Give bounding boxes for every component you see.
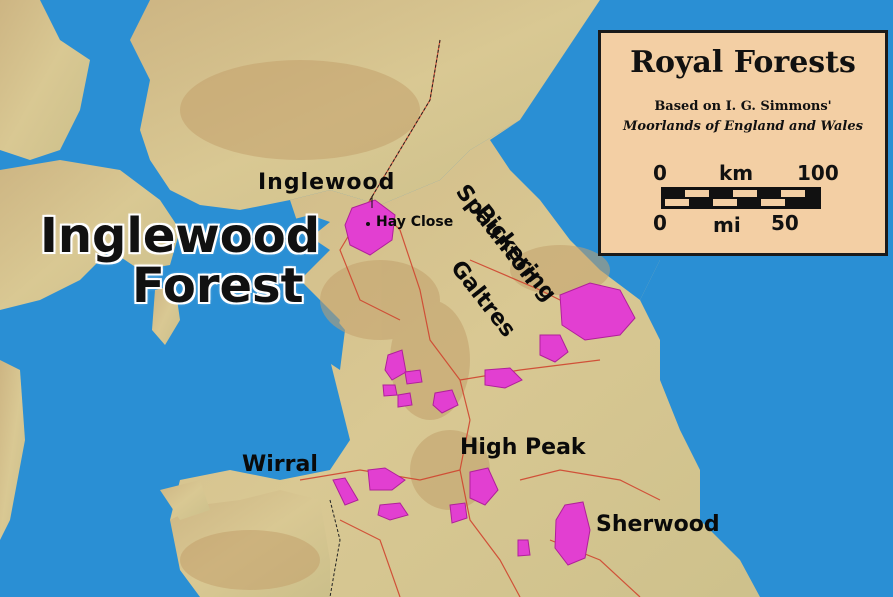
scale-km-unit: km: [719, 161, 754, 185]
scotland-border: [369, 39, 441, 201]
sea-east-coast: [640, 260, 893, 597]
forest-patch-10: [517, 539, 531, 557]
forest-patch-6: [432, 389, 459, 414]
highland-shading: [180, 60, 610, 590]
scale-bar: [661, 187, 821, 209]
forest-patch-1: [484, 367, 523, 389]
scale-km-start: 0: [653, 161, 667, 185]
label-sherwood: Sherwood: [596, 512, 720, 537]
landmass-isle-of-man: [152, 285, 180, 345]
forest-sherwood: [554, 501, 591, 566]
label-high-peak: High Peak: [460, 435, 586, 460]
legend-title: Royal Forests: [630, 45, 856, 80]
landmass-ireland-edge: [0, 360, 25, 540]
forest-inglewood: [344, 199, 396, 256]
scale-mi-unit: mi: [713, 213, 741, 237]
forest-patch-7: [367, 467, 406, 491]
forest-patch-5: [397, 392, 413, 408]
solway-firth: [200, 215, 330, 255]
forest-patch-2: [384, 349, 407, 381]
scale-km-end: 100: [797, 161, 839, 185]
scale-mi-start: 0: [653, 211, 667, 235]
forest-galtres: [539, 334, 569, 363]
landmass-west-peninsula: [0, 0, 90, 160]
label-hay-close: Hay Close: [376, 214, 454, 230]
landmass-anglesey: [160, 480, 210, 520]
forest-patch-8: [377, 502, 409, 521]
legend-box: Royal Forests Based on I. G. Simmons' Mo…: [598, 30, 888, 256]
forest-patch-4: [382, 384, 398, 397]
forest-pickering: [559, 282, 636, 341]
forest-wirral: [332, 477, 359, 506]
legend-subtitle: Based on I. G. Simmons': [654, 99, 832, 114]
label-inglewood-forest-2: Forest: [132, 258, 304, 314]
morecambe-bay: [315, 300, 345, 370]
scale-mi-end: 50: [771, 211, 799, 235]
forest-high-peak: [469, 467, 499, 506]
forest-areas: [332, 199, 636, 566]
label-wirral: Wirral: [242, 452, 318, 477]
forest-patch-3: [404, 369, 423, 385]
wales-border: [329, 499, 341, 597]
label-inglewood: Inglewood: [258, 170, 396, 195]
legend-source: Moorlands of England and Wales: [623, 119, 863, 134]
label-inglewood-forest-1: Inglewood: [40, 208, 321, 264]
forest-patch-9: [449, 502, 468, 524]
hay-close-marker: [366, 222, 370, 226]
landmass-galloway: [0, 160, 180, 310]
